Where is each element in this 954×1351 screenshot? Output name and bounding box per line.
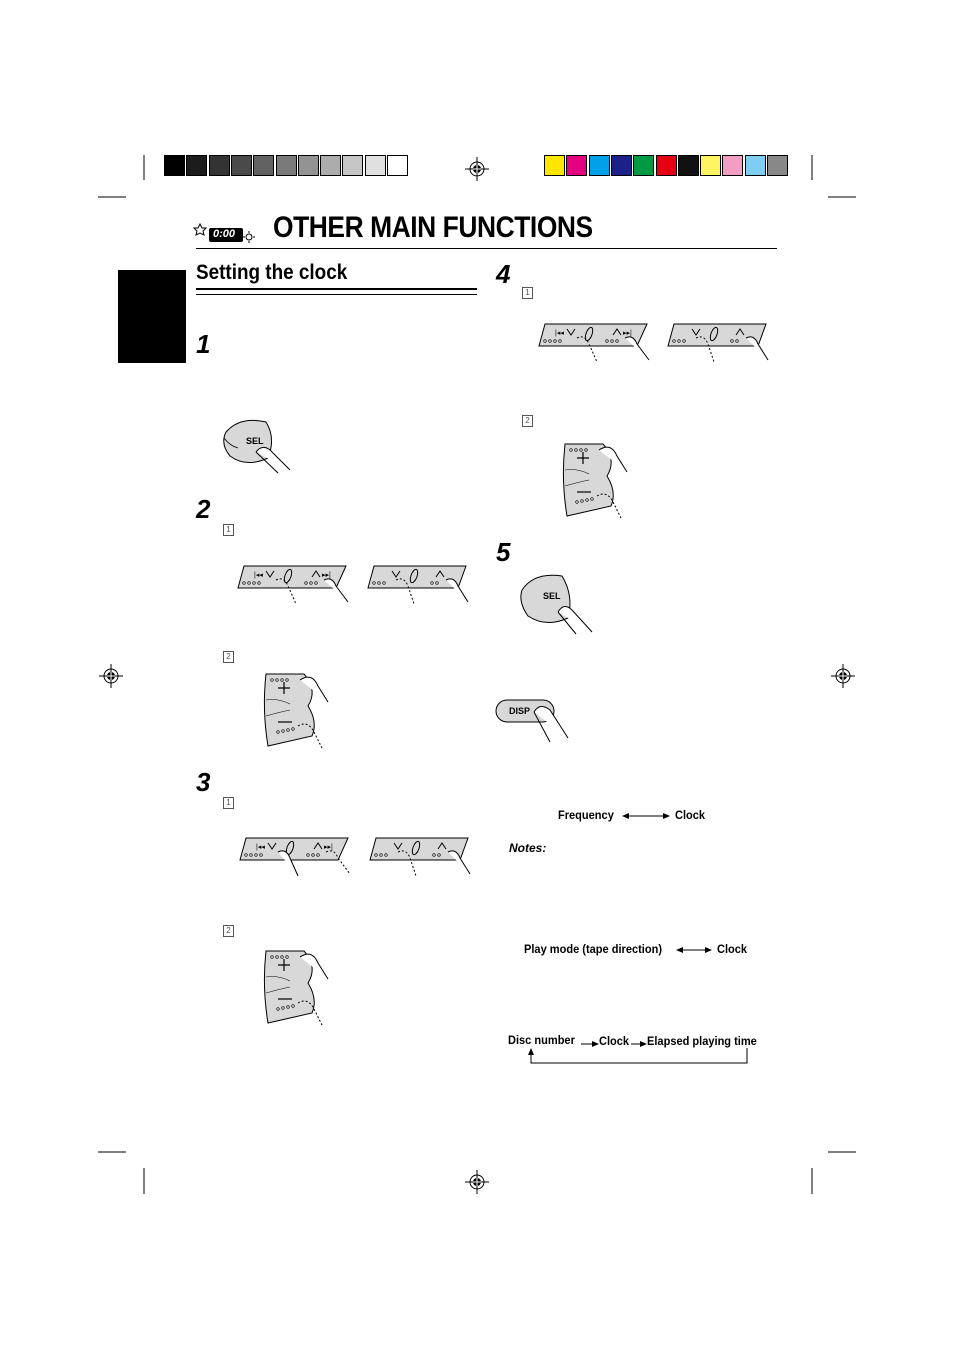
page-title: OTHER MAIN FUNCTIONS [273,211,593,244]
double-arrow-icon [676,944,712,956]
step-number: 2 [196,494,211,524]
seek-buttons-illustration: |◂◂ ▸▸| [236,562,352,605]
svg-text:|◂◂: |◂◂ [555,330,564,337]
calibration-swatch [164,155,185,176]
sel-button-illustration: SEL [518,572,596,635]
calibration-swatch [677,155,699,176]
step-number: 3 [196,767,211,797]
calibration-swatch [387,155,408,176]
section-rule [196,288,477,295]
title-rule [196,248,777,249]
registration-mark-top [465,157,489,181]
seek-buttons-illustration: |◂◂ ▸▸| [238,834,354,877]
plus-minus-buttons-illustration [262,947,332,1027]
calibration-swatch [230,155,252,176]
sel-button-label: SEL [543,591,561,601]
substep-marker: 1 [223,797,234,809]
calibration-swatch [722,155,744,176]
calibration-swatch [610,155,632,176]
calibration-swatch [566,155,588,176]
calibration-swatch [342,155,364,176]
sel-button-illustration: SEL [220,418,295,474]
svg-text:|◂◂: |◂◂ [254,572,263,579]
calibration-swatch [297,155,319,176]
substep-marker: 2 [223,925,234,937]
calibration-swatch [700,155,722,176]
arrow-right-icon [631,1039,647,1049]
flow-clock-label: Clock [717,942,748,956]
registration-mark-right [831,664,855,688]
disp-button-label: DISP [509,706,531,716]
sel-button-label: SEL [246,436,264,446]
seek-buttons-illustration-alt [366,562,472,605]
svg-text:▸▸|: ▸▸| [623,330,632,337]
svg-text:|◂◂: |◂◂ [256,844,265,851]
calibration-swatch [275,155,297,176]
calibration-swatch [320,155,342,176]
language-tab [118,270,186,363]
calibration-swatch [655,155,677,176]
plus-minus-buttons-illustration [262,670,332,750]
disp-button-illustration: DISP [494,696,572,743]
svg-text:▸▸|: ▸▸| [322,572,331,579]
step-number: 4 [496,259,511,289]
substep-marker: 2 [522,415,533,427]
step-number: 5 [496,537,511,567]
calibration-swatch [186,155,208,176]
clock-glyph: 0:00 [213,228,236,240]
double-arrow-icon [622,810,670,822]
calibration-swatch [767,155,788,176]
substep-marker: 2 [223,651,234,663]
registration-mark-bottom [465,1170,489,1194]
seek-buttons-illustration: |◂◂ ▸▸| [537,320,653,363]
registration-mark-left [99,664,123,688]
seek-buttons-illustration-alt [666,320,772,363]
calibration-swatch [364,155,386,176]
loop-return-arrow [526,1048,750,1066]
seek-buttons-illustration-alt [368,834,474,877]
clock-display-icon: 0:00 [192,222,256,244]
plus-minus-buttons-illustration [561,440,631,520]
flow-clock-label: Clock [675,808,706,822]
notes-label: Notes: [509,841,547,855]
flow-clock-label: Clock [599,1034,630,1048]
section-title: Setting the clock [196,261,348,284]
calibration-swatch [253,155,275,176]
substep-marker: 1 [522,287,533,299]
flow-elapsed-time-label: Elapsed playing time [647,1034,757,1048]
calibration-swatch [544,155,565,176]
substep-marker: 1 [223,524,234,536]
calibration-swatch [208,155,230,176]
arrow-right-icon [581,1039,599,1049]
flow-frequency-label: Frequency [558,808,614,822]
flow-disc-number-label: Disc number [508,1033,575,1047]
svg-text:▸▸|: ▸▸| [324,844,333,851]
calibration-swatch [633,155,655,176]
calibration-swatch [588,155,610,176]
flow-play-mode-label: Play mode (tape direction) [524,942,663,956]
calibration-swatch [744,155,766,176]
step-number: 1 [196,329,211,359]
